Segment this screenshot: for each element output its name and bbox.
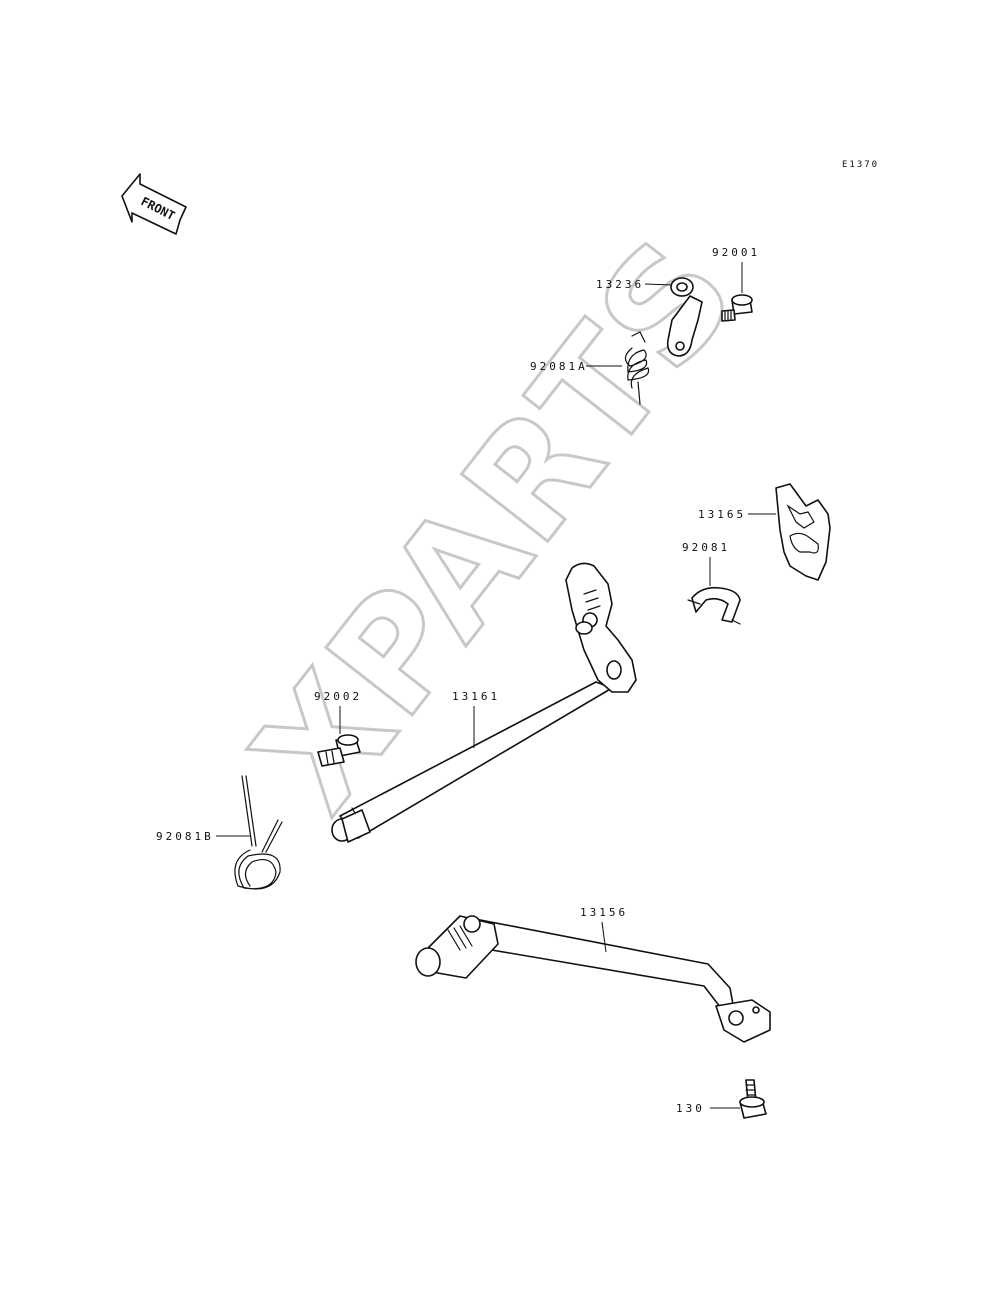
part-92001-bolt[interactable] [721,294,753,322]
svg-text:92001: 92001 [712,246,760,259]
part-92081-clip[interactable] [687,586,741,625]
label-92081A: 92081A [530,360,622,373]
label-92081: 92081 [682,541,730,586]
part-92002-pin[interactable] [317,734,361,767]
svg-text:130: 130 [676,1102,705,1115]
front-arrow-icon: FRONT [121,173,187,235]
part-13156-shift-pedal[interactable] [415,915,771,1043]
svg-text:13161: 13161 [452,690,500,703]
label-13165: 13165 [698,508,776,521]
svg-text:92081B: 92081B [156,830,214,843]
diagram-code: E1370 [842,160,879,170]
svg-text:92002: 92002 [314,690,362,703]
label-130: 130 [676,1102,740,1115]
svg-text:13236: 13236 [596,278,644,291]
part-13161-shift-shaft[interactable] [331,562,637,843]
part-13236-stopper-arm[interactable] [666,277,703,357]
svg-text:92081: 92081 [682,541,730,554]
part-92081B-spring[interactable] [234,775,283,890]
part-13165-plate[interactable] [775,483,831,581]
part-92081A-spring[interactable] [624,331,650,405]
label-13156: 13156 [580,906,628,953]
label-92081B: 92081B [156,830,250,843]
label-13236: 13236 [596,278,673,291]
part-130-bolt[interactable] [739,1079,767,1119]
label-92002: 92002 [314,690,362,734]
label-92001: 92001 [712,246,760,293]
label-13161: 13161 [452,690,500,748]
svg-text:13165: 13165 [698,508,746,521]
svg-text:13156: 13156 [580,906,628,919]
svg-text:92081A: 92081A [530,360,588,373]
